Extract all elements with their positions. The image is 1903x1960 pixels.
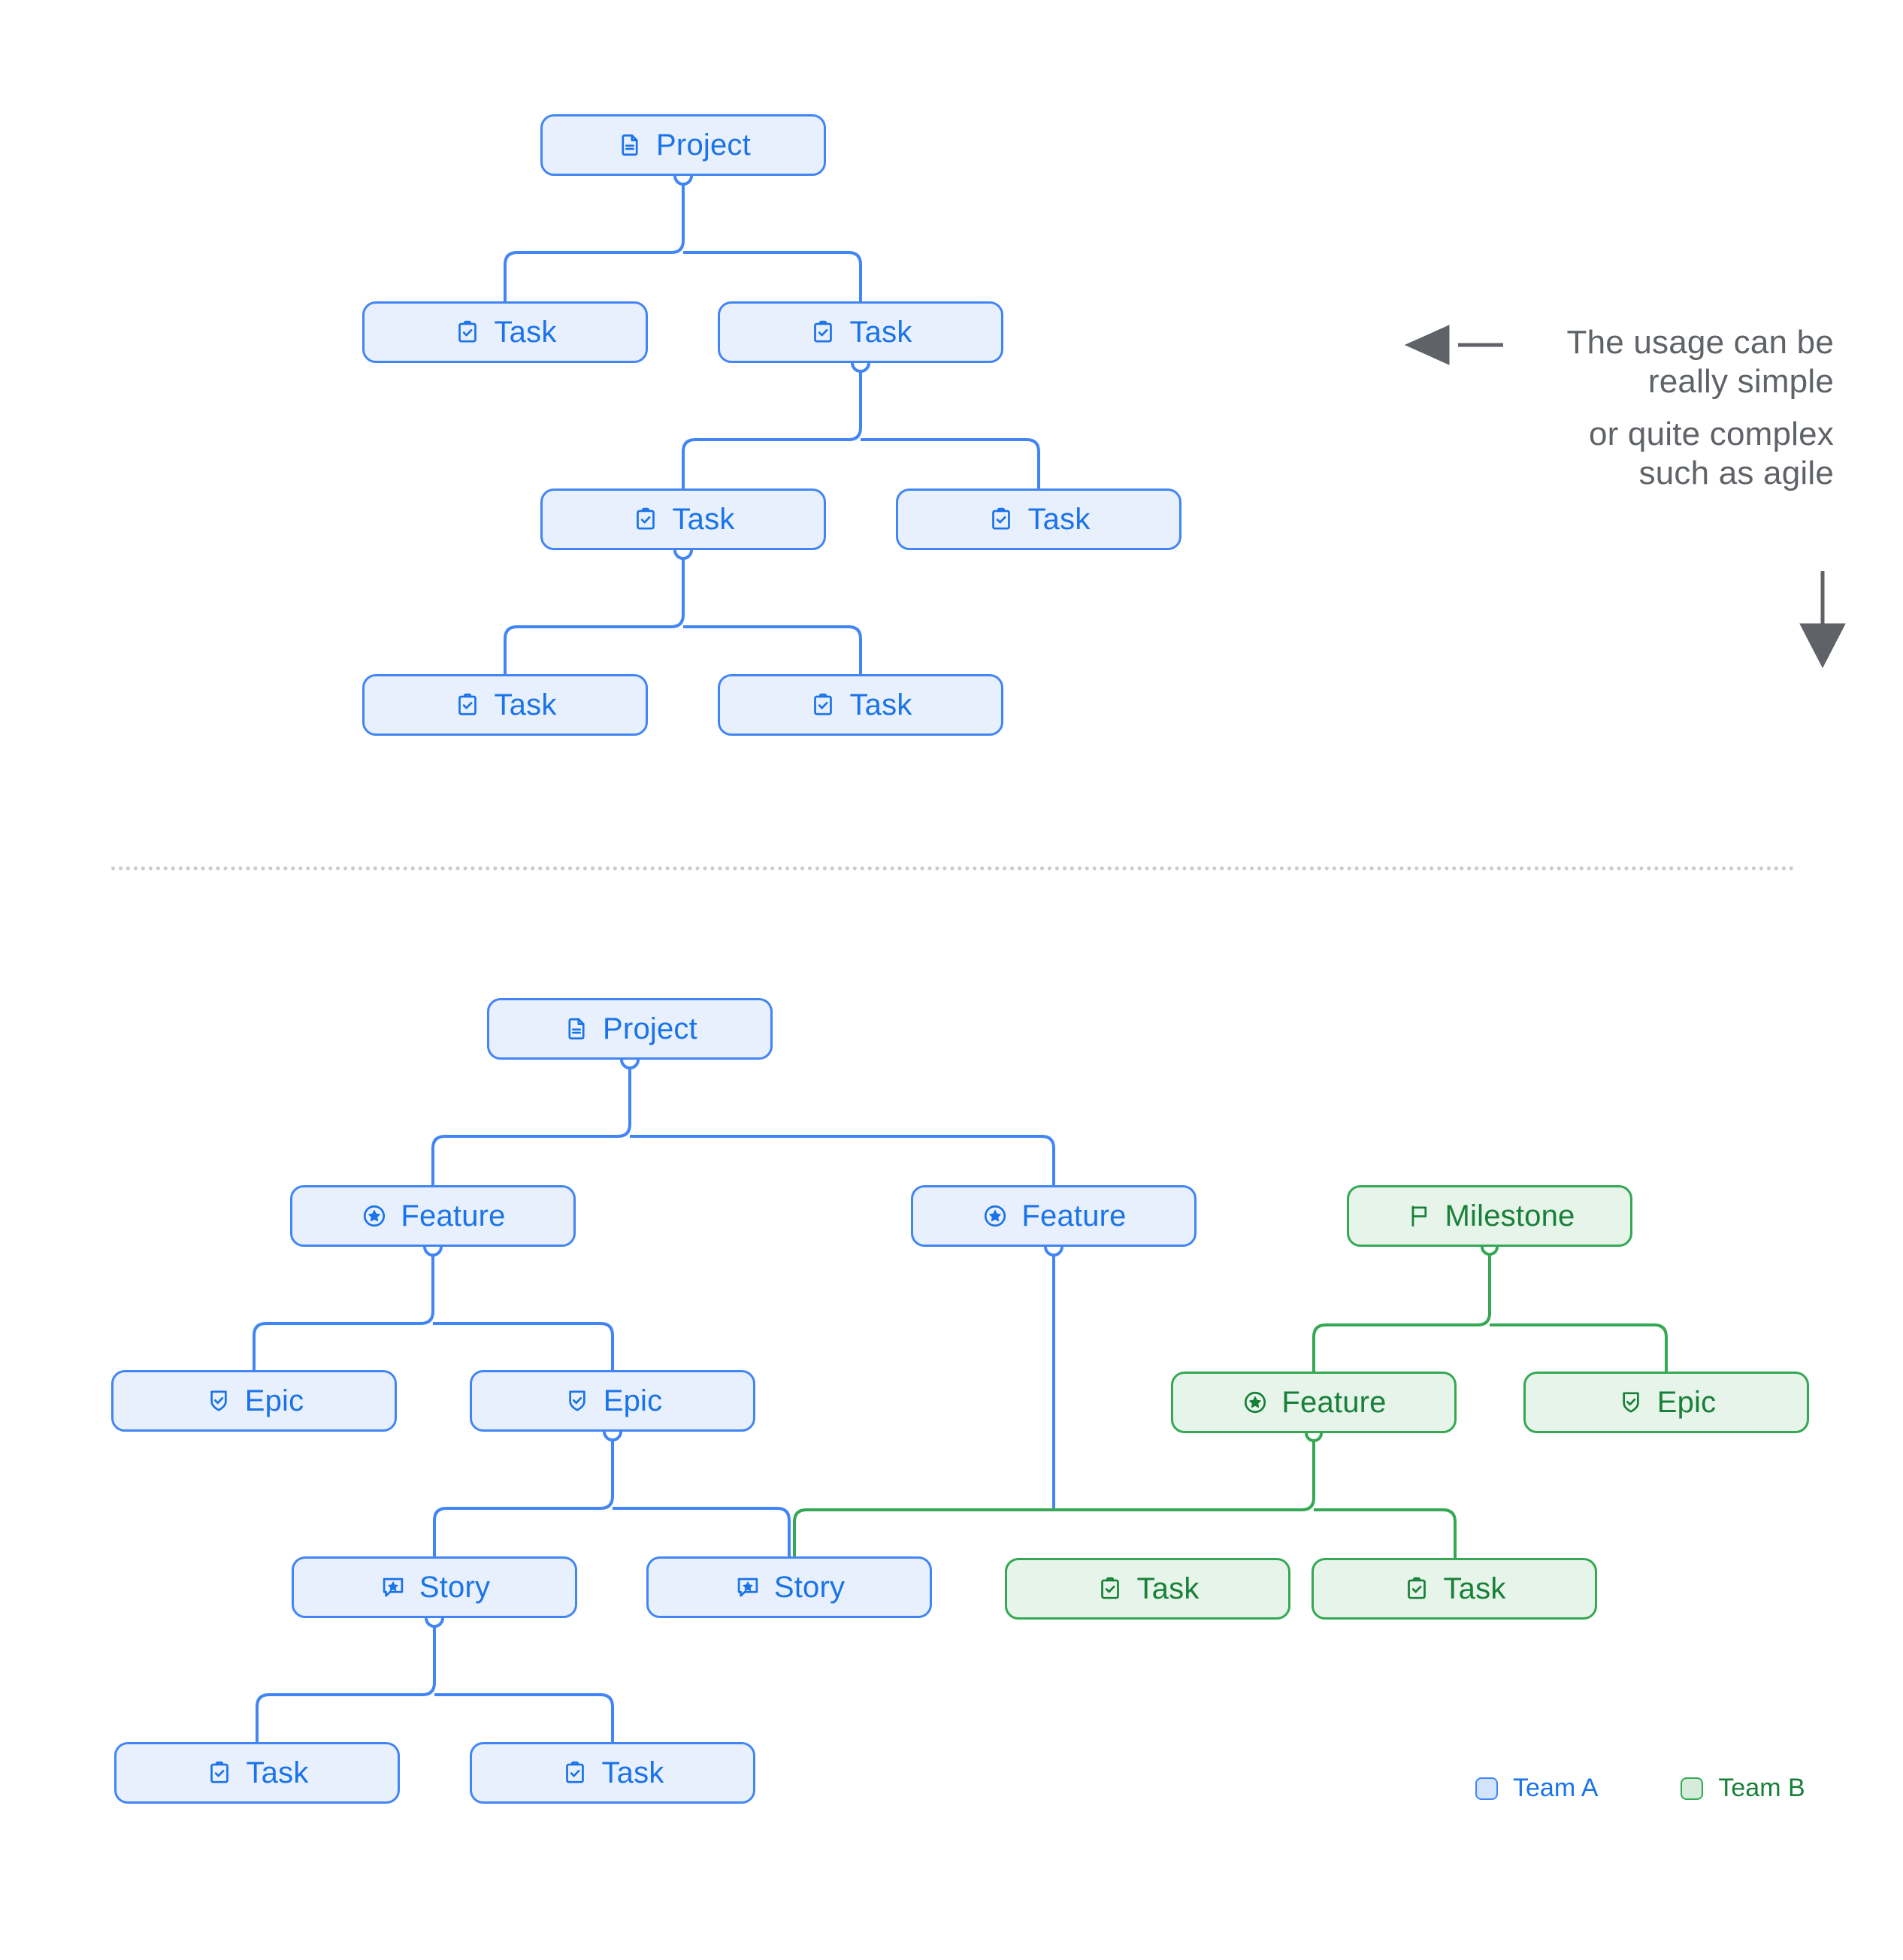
document-icon xyxy=(616,131,644,159)
shield-check-icon xyxy=(1617,1388,1645,1417)
node-label: Task xyxy=(672,503,735,536)
clipboard-check-icon xyxy=(987,505,1015,534)
legend-label-team-a: Team A xyxy=(1513,1774,1599,1802)
node-feature[interactable]: Feature xyxy=(290,1185,576,1247)
clipboard-check-icon xyxy=(809,318,837,346)
star-circle-icon xyxy=(1241,1388,1269,1417)
annotation-spacer xyxy=(1413,401,1834,415)
node-label: Feature xyxy=(1281,1386,1387,1419)
node-feature[interactable]: Feature xyxy=(1171,1372,1457,1433)
star-circle-icon xyxy=(981,1202,1009,1230)
shield-check-icon xyxy=(563,1387,591,1415)
annotation-line-3: or quite complex xyxy=(1588,415,1834,452)
clipboard-check-icon xyxy=(205,1759,234,1787)
node-label: Project xyxy=(656,129,751,162)
node-label: Task xyxy=(1136,1572,1200,1605)
node-task[interactable]: Task xyxy=(362,301,648,363)
node-epic[interactable]: Epic xyxy=(1523,1372,1809,1433)
shield-check-icon xyxy=(204,1387,233,1415)
clipboard-check-icon xyxy=(631,505,660,534)
node-label: Task xyxy=(494,316,557,349)
node-task[interactable]: Task xyxy=(470,1742,755,1804)
team-a-swatch-icon xyxy=(1475,1777,1498,1800)
node-label: Epic xyxy=(1656,1386,1717,1419)
node-project[interactable]: Project xyxy=(487,998,773,1060)
legend-item-team-b[interactable]: Team B xyxy=(1681,1774,1805,1803)
clipboard-check-icon xyxy=(561,1759,589,1787)
node-label: Project xyxy=(603,1012,697,1045)
node-label: Feature xyxy=(1021,1199,1127,1233)
node-label: Milestone xyxy=(1445,1199,1575,1233)
simple-diagram-connectors xyxy=(504,176,1040,674)
node-label: Feature xyxy=(401,1199,506,1233)
node-task[interactable]: Task xyxy=(896,488,1181,550)
clipboard-check-icon xyxy=(809,691,837,719)
annotation-line-1: The usage can be xyxy=(1566,324,1834,361)
annotation-arrows xyxy=(1404,325,1846,669)
team-b-swatch-icon xyxy=(1681,1777,1704,1800)
legend-label-team-b: Team B xyxy=(1718,1774,1805,1802)
clipboard-check-icon xyxy=(453,691,482,719)
node-label: Task xyxy=(246,1756,309,1789)
team-legend: Team A Team B xyxy=(1475,1774,1805,1803)
node-task[interactable]: Task xyxy=(1312,1558,1597,1620)
node-task[interactable]: Task xyxy=(718,674,1003,736)
node-task[interactable]: Task xyxy=(540,488,826,550)
node-label: Story xyxy=(773,1571,846,1604)
legend-item-team-a[interactable]: Team A xyxy=(1475,1774,1598,1803)
node-label: Task xyxy=(1443,1572,1506,1605)
node-story[interactable]: Story xyxy=(646,1556,932,1618)
node-epic[interactable]: Epic xyxy=(470,1370,755,1432)
node-label: Epic xyxy=(603,1384,663,1417)
clipboard-check-icon xyxy=(453,318,482,346)
node-project[interactable]: Project xyxy=(540,114,826,176)
node-label: Story xyxy=(419,1571,491,1604)
node-task[interactable]: Task xyxy=(718,301,1003,363)
node-feature[interactable]: Feature xyxy=(911,1185,1197,1247)
node-label: Task xyxy=(1027,503,1091,536)
node-label: Task xyxy=(601,1756,664,1789)
section-divider xyxy=(111,867,1795,870)
clipboard-check-icon xyxy=(1402,1574,1431,1603)
down-arrow-icon-head xyxy=(1799,623,1846,669)
annotation-line-4: such as agile xyxy=(1638,454,1834,492)
document-icon xyxy=(562,1015,591,1043)
comment-star-icon xyxy=(379,1573,407,1602)
annotation-line-2: really simple xyxy=(1647,362,1834,400)
agile-diagram-connectors-blue xyxy=(253,1060,1055,1742)
node-epic[interactable]: Epic xyxy=(111,1370,397,1432)
star-circle-icon xyxy=(360,1202,389,1230)
node-task[interactable]: Task xyxy=(114,1742,400,1804)
flag-icon xyxy=(1405,1202,1433,1230)
node-task[interactable]: Task xyxy=(362,674,648,736)
node-label: Task xyxy=(849,316,912,349)
node-label: Task xyxy=(849,688,912,721)
node-story[interactable]: Story xyxy=(292,1556,577,1618)
node-label: Epic xyxy=(244,1384,304,1417)
clipboard-check-icon xyxy=(1096,1574,1124,1603)
left-arrow-icon-head xyxy=(1404,325,1450,365)
usage-annotation: The usage can be really simple or quite … xyxy=(1413,323,1834,493)
node-task[interactable]: Task xyxy=(1005,1558,1290,1620)
agile-diagram-connectors-green xyxy=(793,1247,1668,1558)
node-milestone[interactable]: Milestone xyxy=(1347,1185,1632,1247)
comment-star-icon xyxy=(734,1573,762,1602)
node-label: Task xyxy=(494,688,557,721)
